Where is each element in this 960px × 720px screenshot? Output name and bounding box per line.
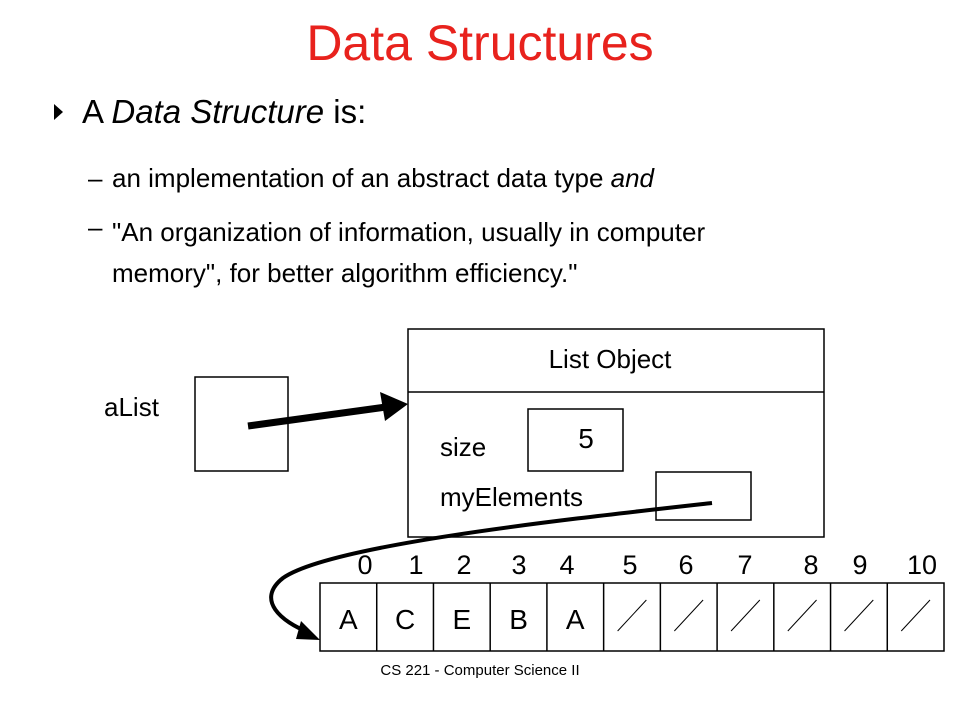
empty-slot-slash	[787, 599, 817, 632]
sub-item-1: an implementation of an abstract data ty…	[112, 163, 654, 194]
sub-item-1-dash: –	[88, 163, 103, 193]
array-index-3: 3	[511, 550, 526, 580]
array-index-0: 0	[357, 550, 372, 580]
bullet-suffix: is:	[324, 93, 367, 130]
empty-slot-slash	[844, 599, 874, 632]
array-index-1: 1	[408, 550, 423, 580]
footer-text: CS 221 - Computer Science II	[380, 662, 580, 679]
array-cell-value: A	[339, 604, 358, 635]
array-index-6: 6	[678, 550, 693, 580]
elements-pointer-arrowhead	[296, 621, 320, 640]
array-index-2: 2	[456, 550, 471, 580]
empty-slot-slash	[673, 599, 704, 632]
reference-arrow-shaft	[247, 403, 387, 430]
empty-slot-slash	[617, 599, 647, 632]
elements-pointer-curve	[269, 501, 713, 634]
bullet-arrow-icon	[54, 104, 63, 120]
sub-item-2-text: "An organization of information, usually…	[112, 217, 706, 288]
empty-slot-slash	[900, 599, 931, 632]
elements-box	[655, 471, 752, 521]
size-value: 5	[578, 423, 594, 454]
array-index-9: 9	[852, 550, 867, 580]
array-cell-value: E	[452, 604, 471, 635]
array-cell-value: A	[566, 604, 585, 635]
array-cell-value: C	[395, 604, 415, 635]
array-index-7: 7	[737, 550, 752, 580]
array-index-5: 5	[622, 550, 637, 580]
array-index-4: 4	[559, 550, 574, 580]
bullet-text: A Data Structure is:	[82, 93, 366, 131]
empty-slot-slash	[730, 599, 761, 632]
list-object-title: List Object	[549, 344, 673, 374]
alist-label: aList	[104, 392, 160, 422]
array-outline	[319, 582, 945, 652]
sub-item-1-text: an implementation of an abstract data ty…	[112, 163, 611, 193]
bullet-prefix: A	[82, 93, 112, 130]
size-label: size	[440, 432, 486, 462]
array-index-8: 8	[803, 550, 818, 580]
array-index-10: 10	[907, 550, 937, 580]
slide-title: Data Structures	[306, 15, 654, 71]
sub-item-2-dash: –	[88, 212, 103, 242]
sub-item-1-emphasis: and	[610, 163, 655, 193]
bullet-emphasis: Data Structure	[111, 93, 325, 130]
reference-arrowhead	[380, 392, 408, 421]
elements-label: myElements	[440, 482, 583, 512]
array-cell-value: B	[509, 604, 528, 635]
array: 0 1 2 3 4 5 6 7 8 9 10A C E B A	[319, 550, 945, 652]
size-box	[527, 408, 624, 472]
